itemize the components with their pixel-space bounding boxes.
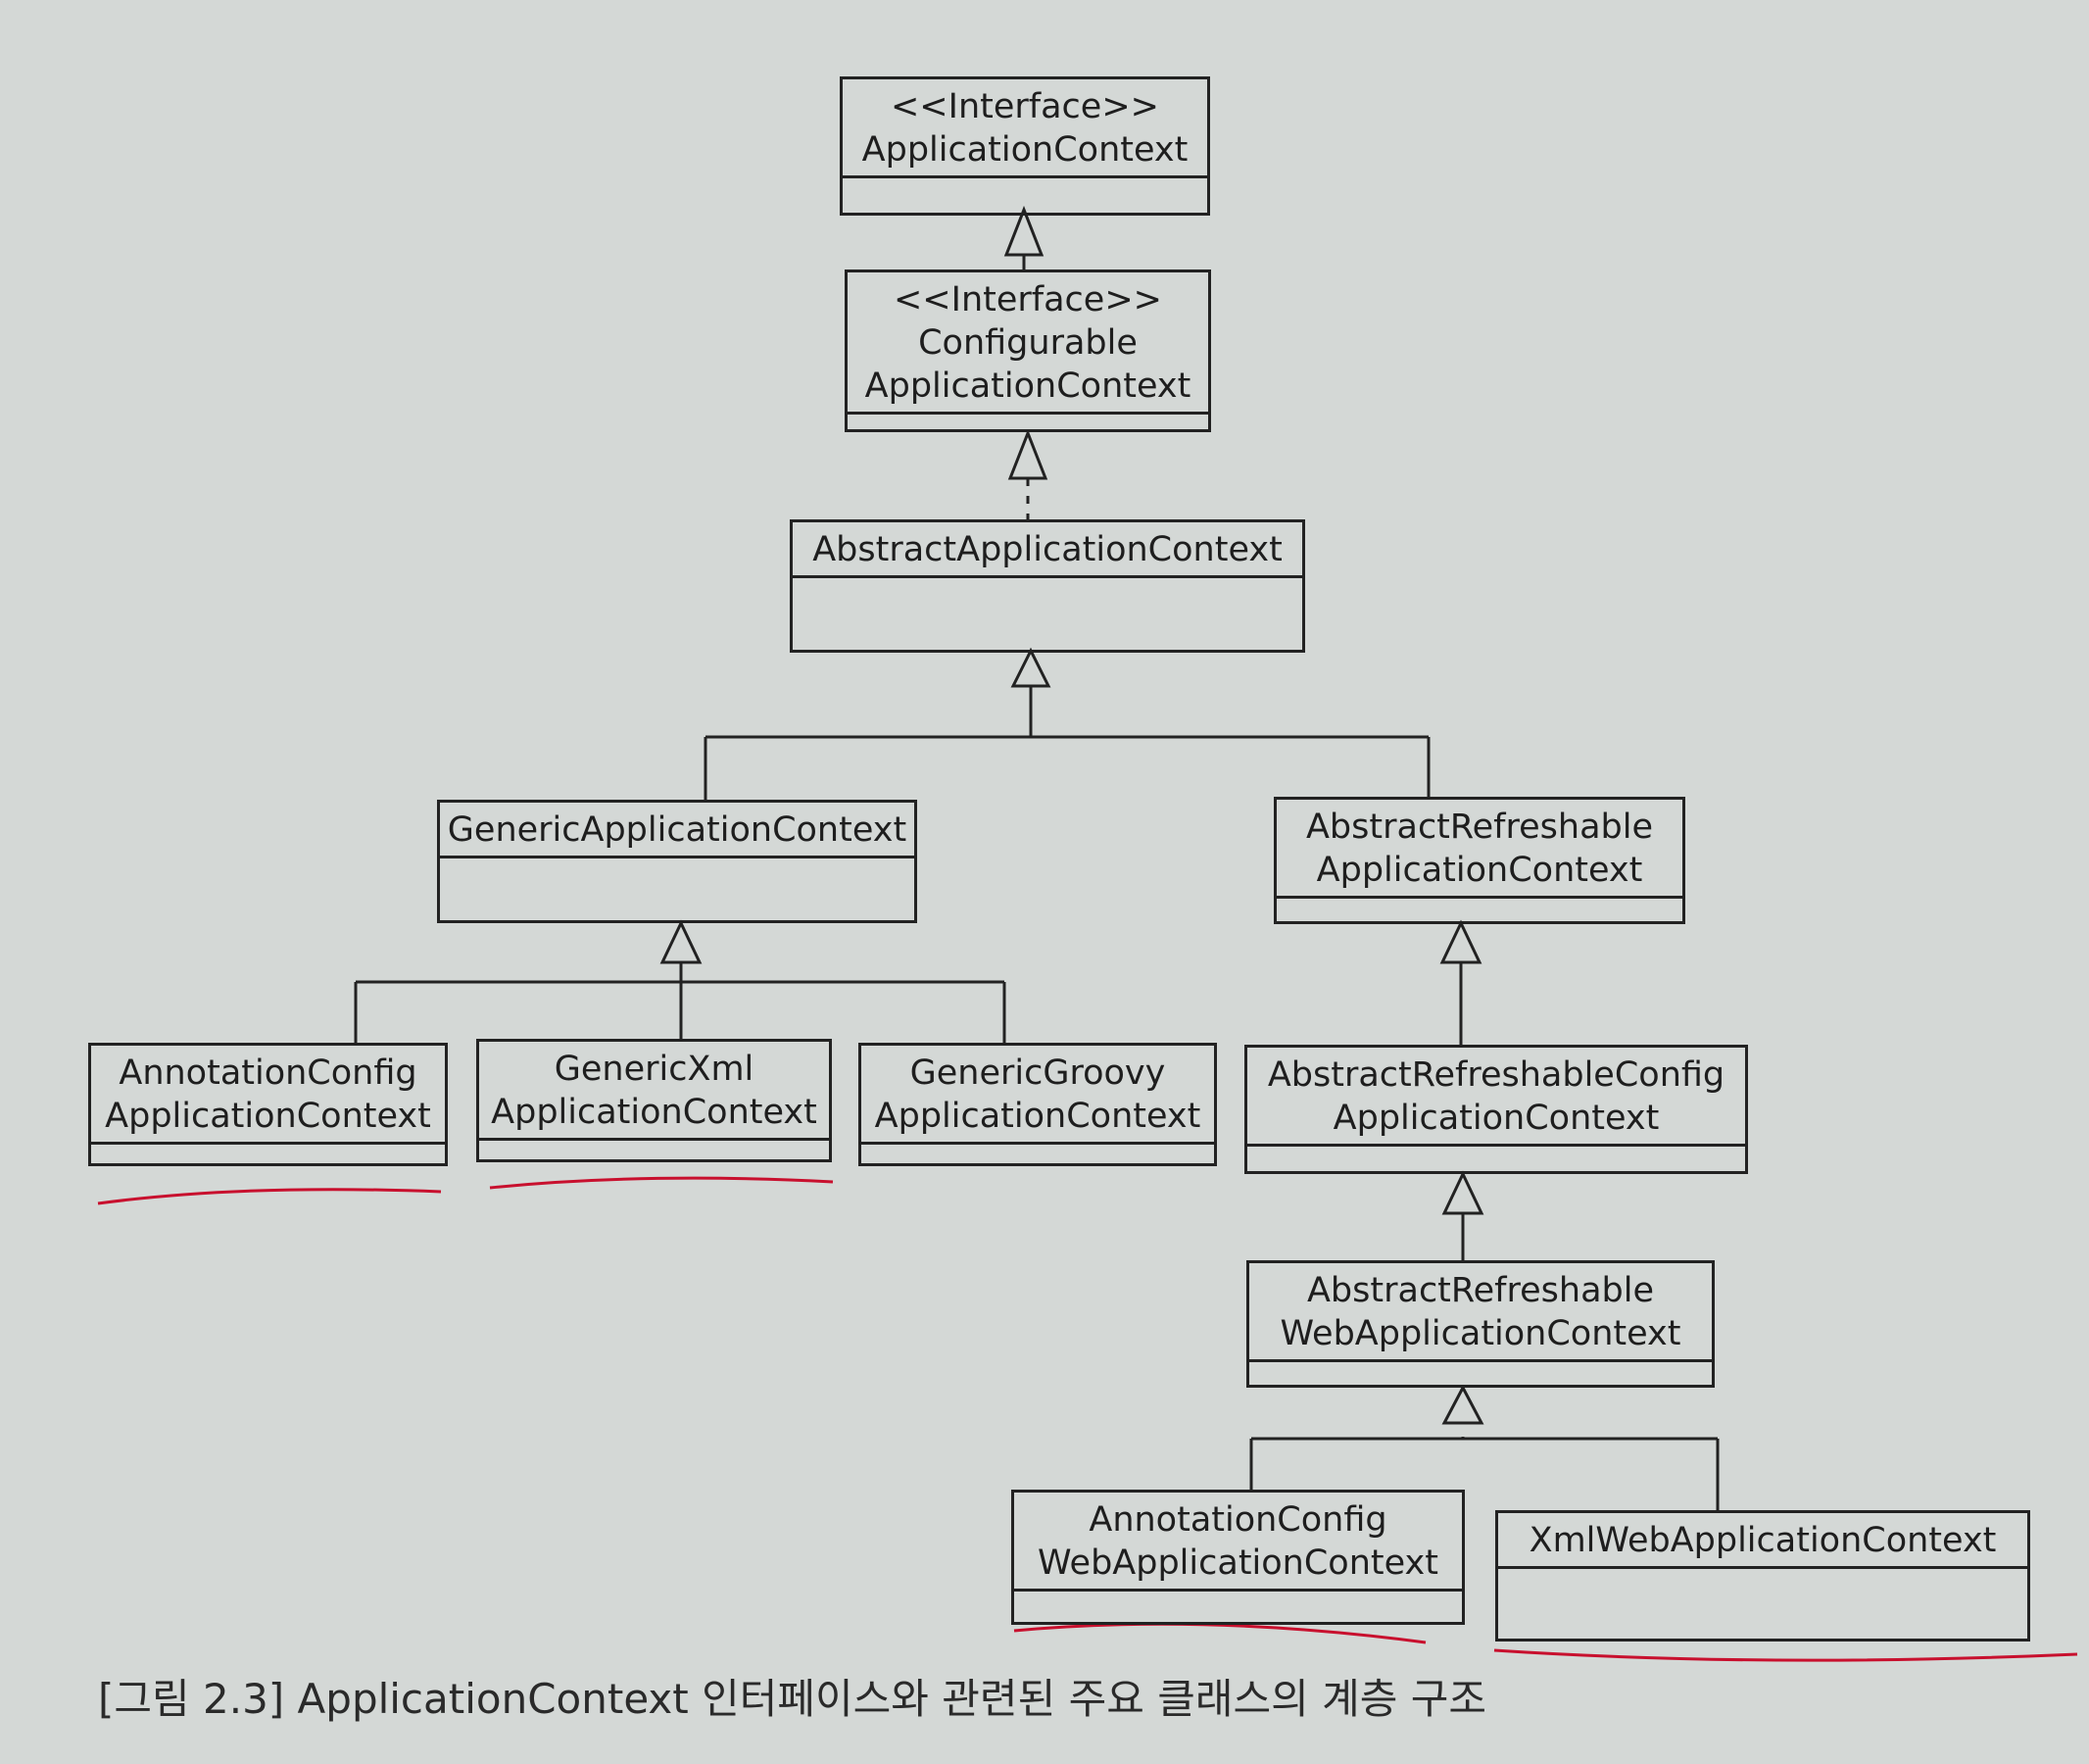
class-generic-xml-application-context: GenericXml ApplicationContext xyxy=(476,1039,832,1162)
class-name-line2: WebApplicationContext xyxy=(1038,1544,1438,1583)
inheritance-arrowhead xyxy=(1010,647,1051,688)
class-annotation-config-web-application-context: AnnotationConfig WebApplicationContext xyxy=(1011,1490,1465,1625)
class-name-line1: GenericGroovy xyxy=(909,1054,1166,1093)
class-abstract-refreshable-web-application-context: AbstractRefreshable WebApplicationContex… xyxy=(1246,1260,1715,1388)
class-name-line1: AbstractRefreshable xyxy=(1305,808,1654,847)
class-name: XmlWebApplicationContext xyxy=(1529,1521,1997,1560)
class-name: AbstractApplicationContext xyxy=(812,530,1283,569)
class-name: ApplicationContext xyxy=(861,130,1189,170)
class-generic-application-context: GenericApplicationContext xyxy=(437,800,917,923)
class-name-line2: ApplicationContext xyxy=(491,1093,817,1132)
red-underline xyxy=(97,1188,442,1205)
stereotype-label: <<Interface>> xyxy=(893,280,1162,319)
class-abstract-refreshable-application-context: AbstractRefreshable ApplicationContext xyxy=(1274,797,1685,924)
red-underline xyxy=(489,1176,834,1190)
class-configurable-application-context: <<Interface>> Configurable ApplicationCo… xyxy=(845,270,1211,432)
class-generic-groovy-application-context: GenericGroovy ApplicationContext xyxy=(858,1043,1217,1166)
class-name-line1: AnnotationConfig xyxy=(119,1054,417,1093)
class-xml-web-application-context: XmlWebApplicationContext xyxy=(1495,1510,2030,1642)
inheritance-arrowhead xyxy=(659,919,703,964)
inheritance-arrowhead xyxy=(1441,1170,1484,1215)
class-name-line2: ApplicationContext xyxy=(1333,1099,1660,1138)
class-abstract-refreshable-config-application-context: AbstractRefreshableConfig ApplicationCon… xyxy=(1244,1045,1748,1174)
inheritance-arrowhead xyxy=(1003,205,1044,257)
stereotype-label: <<Interface>> xyxy=(890,87,1159,126)
inheritance-arrowhead xyxy=(1007,428,1048,480)
class-name-line1: AbstractRefreshableConfig xyxy=(1267,1055,1725,1095)
inheritance-arrowhead xyxy=(1441,1384,1484,1425)
class-name-line2: WebApplicationContext xyxy=(1280,1314,1681,1353)
red-underline xyxy=(1493,1648,2078,1662)
class-application-context: <<Interface>> ApplicationContext xyxy=(840,76,1210,216)
class-name-line2: ApplicationContext xyxy=(1316,851,1643,890)
class-abstract-application-context: AbstractApplicationContext xyxy=(790,519,1305,653)
class-name-line2: ApplicationContext xyxy=(874,1097,1201,1136)
class-name-line1: AnnotationConfig xyxy=(1089,1500,1387,1540)
class-annotation-config-application-context: AnnotationConfig ApplicationContext xyxy=(88,1043,448,1166)
class-name-line1: GenericXml xyxy=(554,1050,754,1089)
class-name-line1: Configurable xyxy=(918,323,1138,363)
class-name-line2: ApplicationContext xyxy=(864,367,1191,406)
inheritance-arrowhead xyxy=(1439,919,1482,964)
class-name-line1: AbstractRefreshable xyxy=(1306,1271,1655,1310)
class-name-line2: ApplicationContext xyxy=(105,1097,431,1136)
red-underline xyxy=(1013,1622,1427,1644)
class-name: GenericApplicationContext xyxy=(447,810,907,850)
figure-caption: [그림 2.3] ApplicationContext 인터페이스와 관련된 주… xyxy=(98,1675,1487,1723)
